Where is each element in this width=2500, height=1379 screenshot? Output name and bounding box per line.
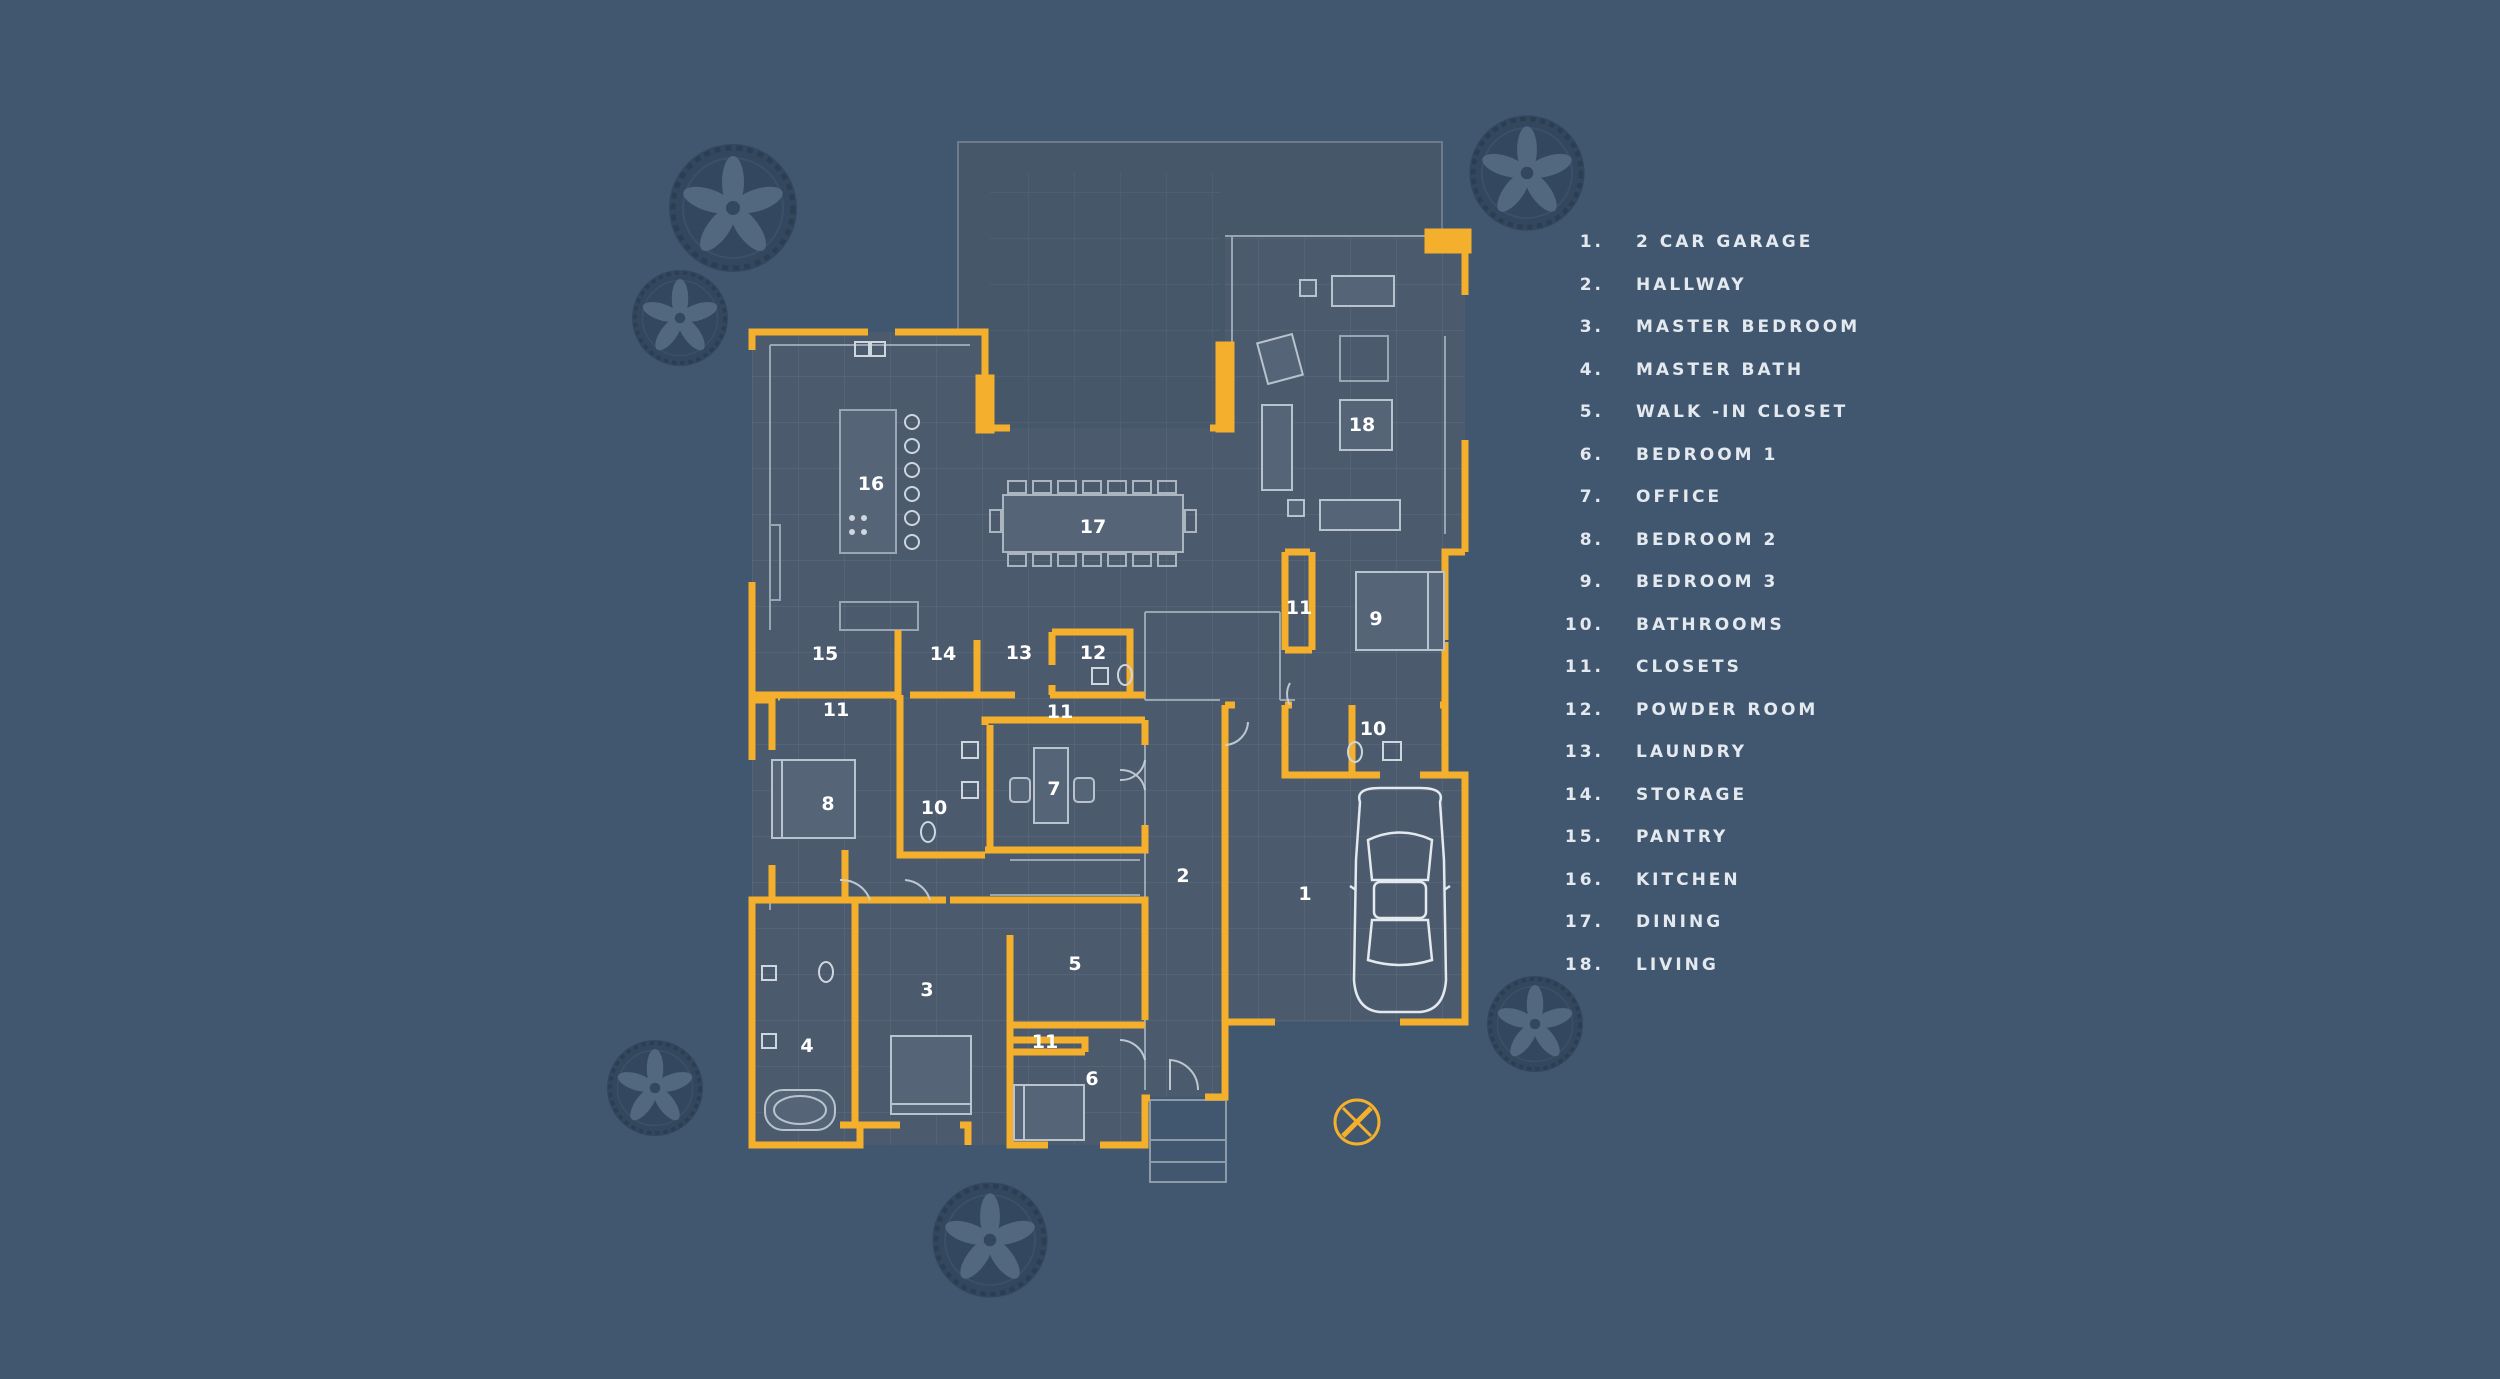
plan-label-storage: 14 [930,643,956,665]
legend-label: STORAGE [1636,784,1748,805]
legend-item: 3. MASTER BEDROOM [1550,317,1970,360]
legend-number: 9. [1579,572,1604,592]
legend-label: LIVING [1636,954,1719,975]
legend-label: MASTER BEDROOM [1636,317,1861,337]
legend-label: BATHROOMS [1636,614,1785,635]
tree-icon [605,1038,705,1138]
legend-label: BEDROOM 2 [1636,529,1779,550]
legend-item: 1. 2 CAR GARAGE [1550,232,1970,275]
legend-item: 16. KITCHEN [1550,870,1970,913]
legend-number: 6. [1579,444,1604,465]
kitchen-island-icon [839,409,920,554]
plan-label-bath-east: 10 [1360,718,1386,740]
legend-number: 5. [1579,402,1604,422]
legend-number: 15. [1564,827,1604,847]
plan-label-closet-bedroom2: 11 [823,699,849,721]
legend-item: 4. MASTER BATH [1550,360,1970,403]
legend-number: 12. [1564,699,1604,720]
legend-label: 2 CAR GARAGE [1636,232,1814,252]
legend-number: 7. [1579,487,1604,507]
plan-label-master-bath: 4 [800,1035,813,1057]
legend-number: 4. [1579,359,1604,380]
tree-icon [1469,115,1584,230]
plan-label-bedroom-1: 6 [1085,1068,1098,1090]
plan-label-kitchen: 16 [858,473,884,495]
legend-item: 14. STORAGE [1550,785,1970,828]
plan-label-closet-bedroom1: 11 [1032,1031,1058,1053]
legend-label: BEDROOM 3 [1636,572,1779,592]
legend-label: OFFICE [1636,487,1723,507]
plan-label-laundry: 13 [1006,642,1032,664]
plan-label-bedroom-3: 9 [1369,608,1382,630]
sink-icon [761,341,1402,1049]
legend-number: 17. [1564,912,1604,932]
legend-item: 11. CLOSETS [1550,657,1970,700]
room-legend: 1. 2 CAR GARAGE 2. HALLWAY 3. MASTER BEDROO… [1550,232,1970,997]
toilet-icon [818,664,1363,983]
legend-item: 10. BATHROOMS [1550,615,1970,658]
plan-label-pantry: 15 [812,643,838,665]
car-icon [1349,786,1451,1014]
legend-number: 13. [1564,742,1604,762]
entry-steps [1149,1099,1227,1183]
walls [748,228,1472,1149]
plan-label-master-bedroom: 3 [920,979,933,1001]
legend-number: 2. [1579,274,1604,295]
dining-table-icon [989,480,1197,567]
plan-label-living: 18 [1349,414,1375,436]
legend-item: 7. OFFICE [1550,487,1970,530]
legend-item: 9. BEDROOM 3 [1550,572,1970,615]
legend-item: 17. DINING [1550,912,1970,955]
sofa-icon [1255,275,1401,531]
legend-number: 16. [1564,869,1604,890]
legend-item: 6. BEDROOM 1 [1550,445,1970,488]
legend-number: 18. [1564,954,1604,975]
legend-number: 8. [1579,529,1604,550]
legend-number: 11. [1564,657,1604,677]
legend-label: PANTRY [1636,827,1729,847]
legend-item: 18. LIVING [1550,955,1970,998]
legend-label: MASTER BATH [1636,359,1805,380]
plan-label-hallway: 2 [1176,865,1189,887]
plan-label-office: 7 [1047,778,1060,800]
legend-item: 12. POWDER ROOM [1550,700,1970,743]
legend-label: KITCHEN [1636,869,1741,890]
tree-icon [669,144,797,272]
legend-item: 5. WALK -IN CLOSET [1550,402,1970,445]
plan-label-closet-bedroom3: 11 [1286,597,1312,619]
plan-label-bath-west: 10 [921,797,947,819]
legend-item: 13. LAUNDRY [1550,742,1970,785]
compass-icon [1333,1098,1381,1146]
legend-item: 15. PANTRY [1550,827,1970,870]
legend-label: CLOSETS [1636,657,1742,677]
legend-number: 10. [1564,614,1604,635]
legend-label: WALK -IN CLOSET [1636,402,1849,422]
legend-label: POWDER ROOM [1636,699,1819,720]
tree-icon [630,268,730,368]
plan-label-bedroom-2: 8 [821,793,834,815]
legend-label: HALLWAY [1636,274,1747,295]
office-desk [1009,747,1095,824]
legend-number: 1. [1579,232,1604,252]
plan-label-garage: 1 [1298,883,1311,905]
plan-label-dining: 17 [1080,516,1106,538]
plan-label-closet-office: 11 [1047,701,1073,723]
legend-label: DINING [1636,912,1724,932]
legend-item: 2. HALLWAY [1550,275,1970,318]
bathtub-icon [764,1089,836,1131]
tree-icon [932,1182,1047,1297]
legend-label: LAUNDRY [1636,742,1748,762]
plan-label-powder-room: 12 [1080,642,1106,664]
bed-icon [771,571,1445,1141]
legend-number: 3. [1579,317,1604,337]
legend-label: BEDROOM 1 [1636,444,1779,465]
plan-label-walk-in-closet: 5 [1068,953,1081,975]
legend-number: 14. [1564,784,1604,805]
legend-item: 8. BEDROOM 2 [1550,530,1970,573]
